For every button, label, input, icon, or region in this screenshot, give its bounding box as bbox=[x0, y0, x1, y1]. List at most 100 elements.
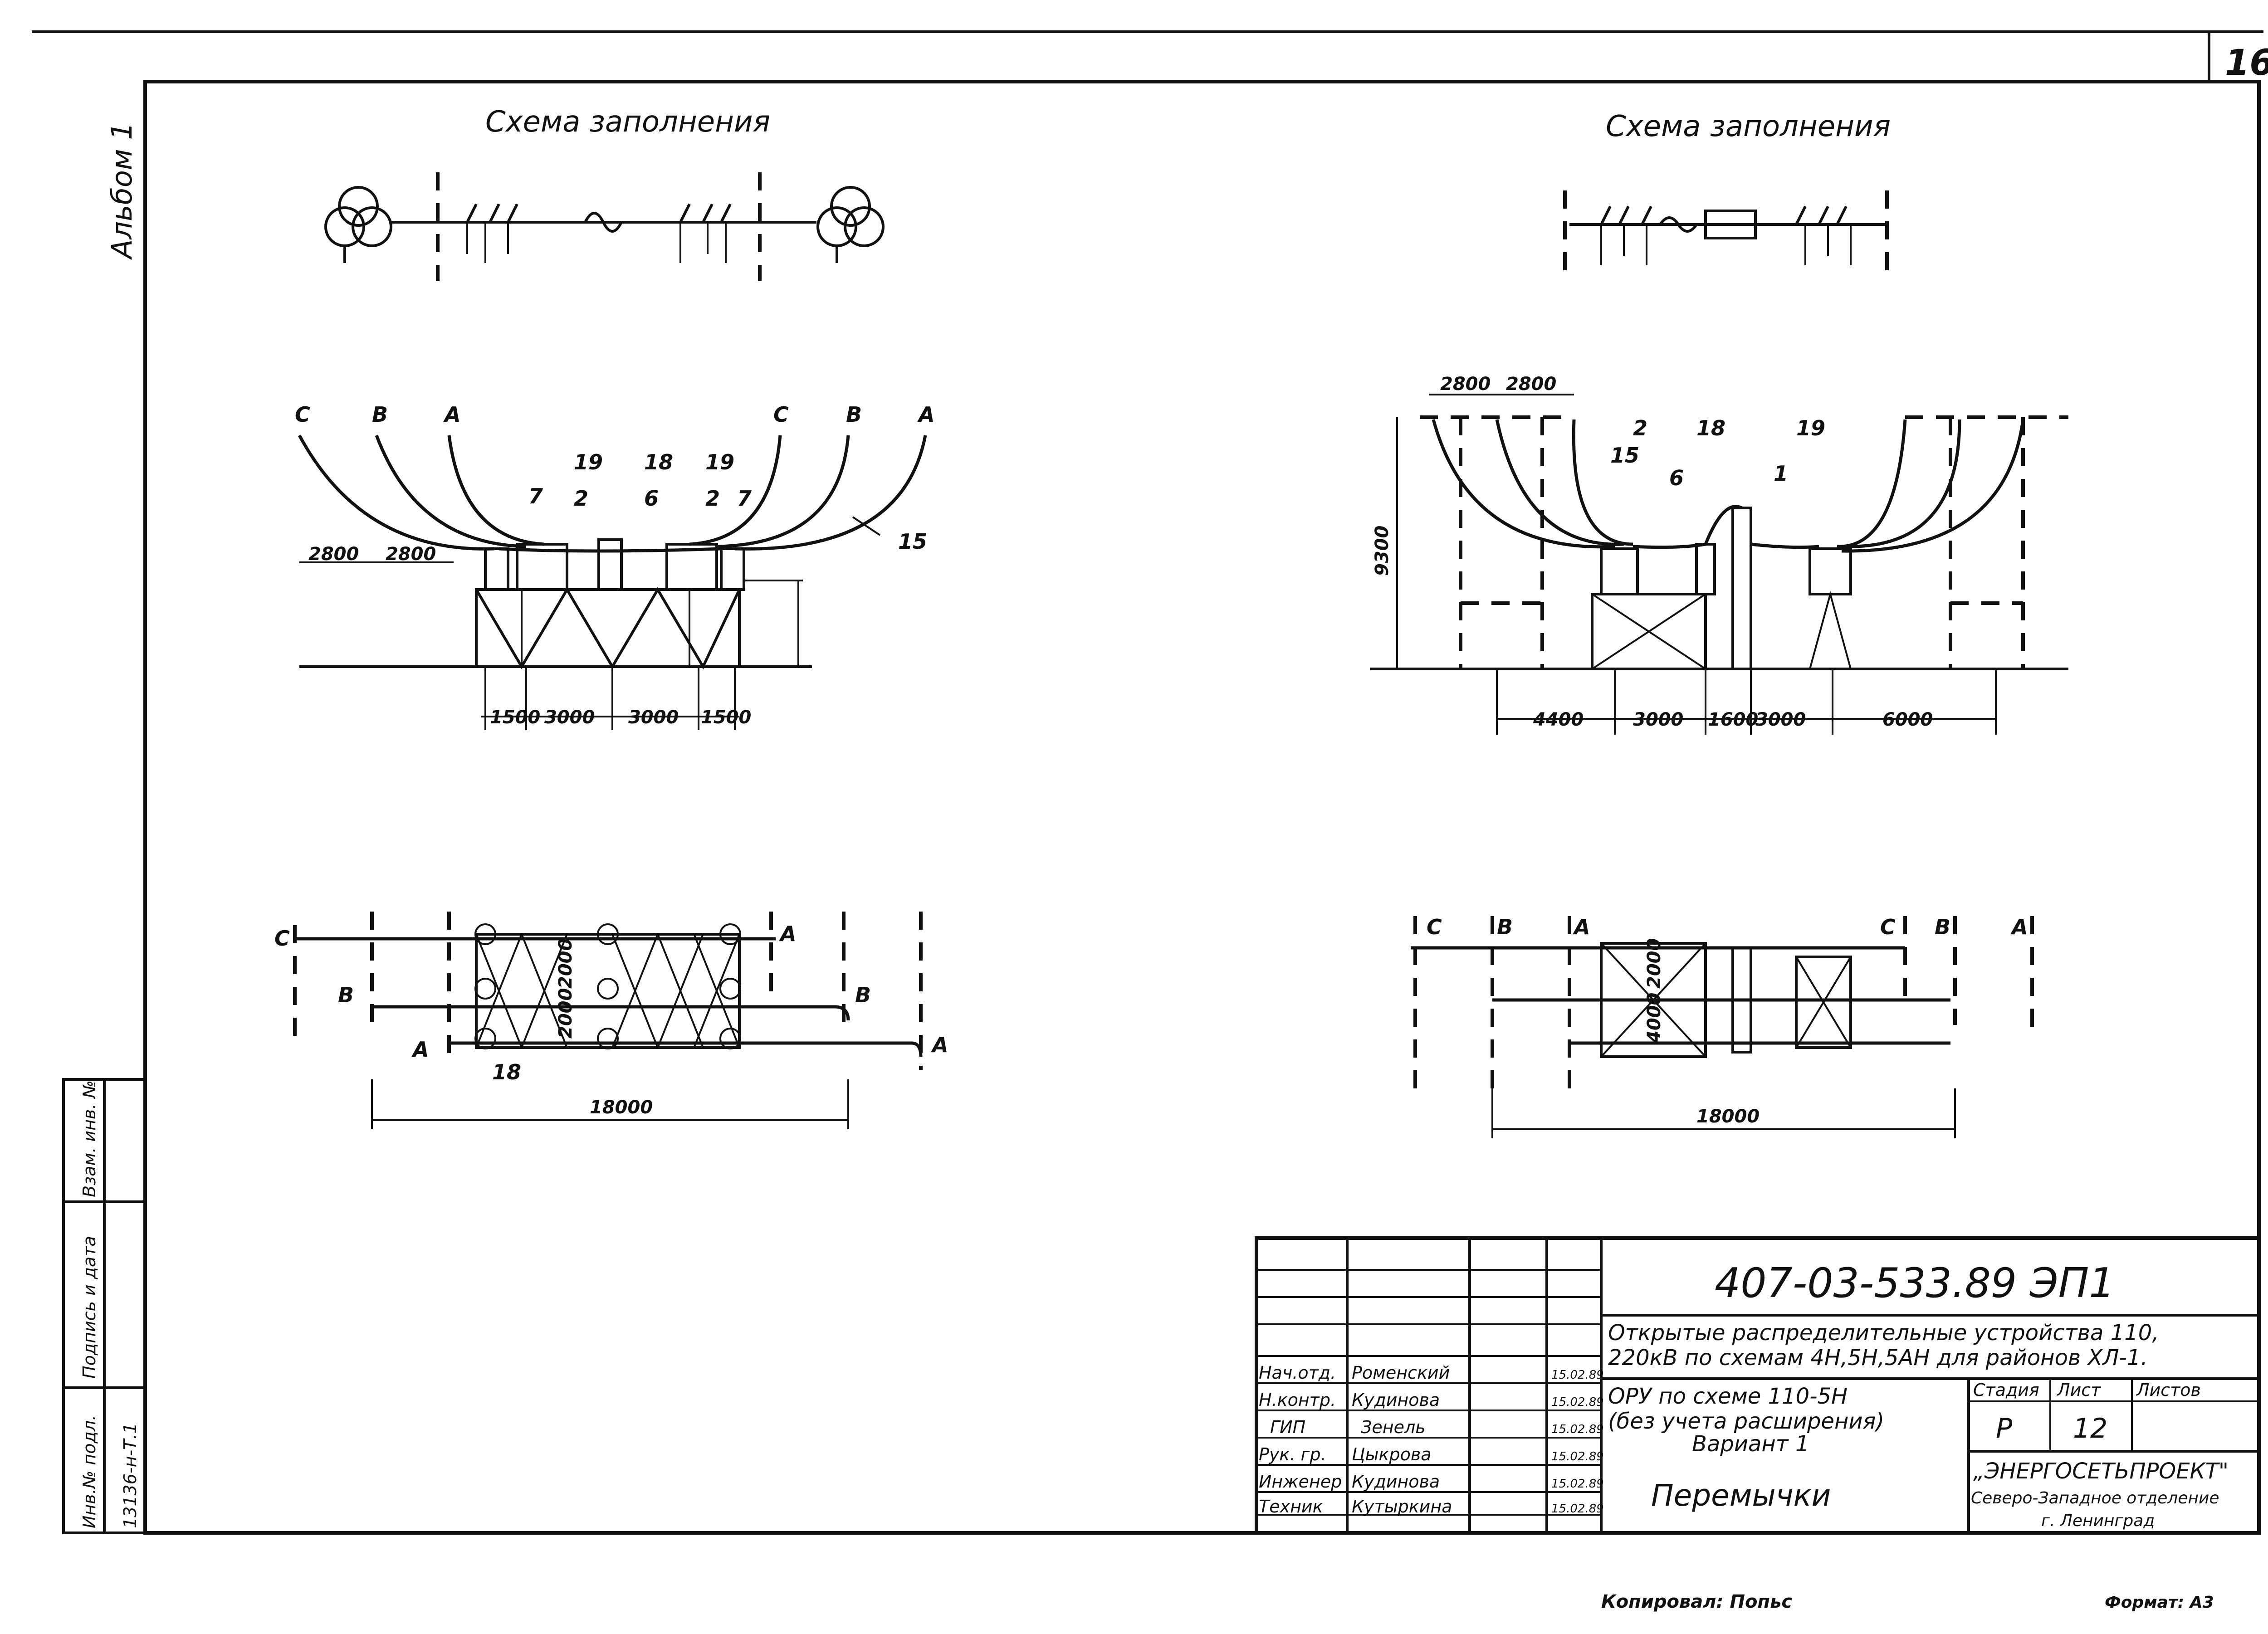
right-plan-label: А bbox=[1573, 915, 1590, 939]
left-item-number: 2 bbox=[574, 486, 588, 511]
left-item-number: 6 bbox=[644, 486, 659, 511]
right-item-number: 18 bbox=[1696, 416, 1725, 440]
left-plan-view: С В А А В А 18 2000 2000 18000 bbox=[274, 912, 948, 1129]
role-name: Кутыркина bbox=[1352, 1497, 1452, 1517]
description-line-2: 220кВ по схемам 4Н,5Н,5АН для районов ХЛ… bbox=[1608, 1345, 2148, 1371]
right-plan-dimension: 18000 bbox=[1696, 1106, 1760, 1127]
left-phase-label: С bbox=[295, 402, 310, 427]
left-scheme-title: Схема заполнения bbox=[485, 105, 770, 139]
side-stamp-inv-original: Инв.№ подл. bbox=[79, 1415, 99, 1528]
title-block bbox=[1255, 1236, 2261, 1535]
right-plan-label: А bbox=[2010, 915, 2028, 939]
album-label: Альбом 1 bbox=[105, 122, 138, 260]
left-plan-label: В bbox=[338, 983, 354, 1007]
role-date: 15.02.89 bbox=[1551, 1395, 1604, 1409]
side-stamp-replaces-inv: Взам. инв. № bbox=[79, 1080, 99, 1197]
right-item-number: 19 bbox=[1796, 416, 1825, 440]
role-label: ГИП bbox=[1270, 1417, 1305, 1437]
right-dimension: 2800 bbox=[1506, 374, 1556, 395]
left-item-number: 7 bbox=[737, 486, 752, 511]
left-item-number: 19 bbox=[574, 450, 603, 474]
side-stamp-inv-value: 13136-н-Т.1 bbox=[120, 1423, 140, 1528]
left-plan-number: 18 bbox=[492, 1060, 521, 1084]
left-item-number: 15 bbox=[898, 529, 927, 554]
organization-city: г. Ленинград bbox=[2041, 1512, 2155, 1530]
left-item-number: 2 bbox=[705, 486, 720, 511]
format-note: Формат: А3 bbox=[2105, 1593, 2214, 1612]
left-item-number: 7 bbox=[528, 484, 543, 508]
right-single-line-scheme bbox=[1563, 190, 1889, 277]
role-label: Инженер bbox=[1259, 1472, 1342, 1492]
left-phase-label: С bbox=[773, 402, 789, 427]
role-date: 15.02.89 bbox=[1551, 1368, 1604, 1382]
sheets-header: Листов bbox=[2136, 1380, 2201, 1400]
left-phase-label: В bbox=[846, 402, 862, 427]
role-date: 15.02.89 bbox=[1551, 1423, 1604, 1436]
role-name: Кудинова bbox=[1352, 1472, 1440, 1492]
right-item-number: 2 bbox=[1633, 416, 1647, 440]
left-dimension: 3000 bbox=[544, 707, 595, 728]
right-item-number: 15 bbox=[1610, 443, 1639, 468]
left-item-number: 19 bbox=[705, 450, 734, 474]
scheme-line-2: (без учета расширения) bbox=[1608, 1409, 1884, 1434]
left-dimension: 2800 bbox=[386, 544, 436, 565]
left-dimension: 2800 bbox=[308, 544, 359, 565]
right-plan-label: С bbox=[1880, 915, 1896, 939]
document-code: 407-03-533.89 ЭП1 bbox=[1715, 1259, 2115, 1307]
right-plan-view: С В А С В А 4000 2000 18000 bbox=[1411, 915, 2034, 1138]
role-label: Рук. гр. bbox=[1259, 1444, 1326, 1464]
left-plan-label: В bbox=[855, 983, 871, 1007]
side-stamp-signature-date: Подпись и дата bbox=[79, 1236, 99, 1379]
left-plan-dimension: 18000 bbox=[590, 1097, 653, 1118]
right-height-dimension: 9300 bbox=[1372, 526, 1393, 576]
right-dimension: 6000 bbox=[1882, 709, 1933, 730]
left-plan-dimension: 2000 bbox=[555, 988, 576, 1039]
right-scheme-title: Схема заполнения bbox=[1606, 110, 1891, 143]
right-plan-dimension: 2000 bbox=[1644, 938, 1665, 989]
right-plan-label: В bbox=[1497, 915, 1513, 939]
role-date: 15.02.89 bbox=[1551, 1477, 1604, 1491]
left-plan-label: С bbox=[274, 926, 290, 951]
role-label: Техник bbox=[1259, 1497, 1323, 1517]
left-plan-dimension: 2000 bbox=[555, 938, 576, 989]
left-phase-label: А bbox=[443, 402, 461, 427]
right-plan-dimension: 4000 bbox=[1644, 993, 1665, 1044]
right-plan-label: С bbox=[1427, 915, 1442, 939]
role-label: Нач.отд. bbox=[1259, 1363, 1336, 1383]
organization-name: „ЭНЕРГОСЕТЬПРОЕКТ" bbox=[1973, 1458, 2229, 1484]
role-label: Н.контр. bbox=[1259, 1390, 1336, 1410]
side-stamp: Инв.№ подл. 13136-н-Т.1 Подпись и дата В… bbox=[62, 1078, 147, 1534]
right-elevation-view: 2800 2800 2 18 19 15 6 1 9300 4400 3000 … bbox=[1370, 374, 2068, 735]
right-dimension: 2800 bbox=[1440, 374, 1491, 395]
sheet-value: 12 bbox=[2073, 1413, 2107, 1444]
left-plan-label: А bbox=[779, 922, 797, 946]
left-phase-label: А bbox=[917, 402, 935, 427]
right-dimension: 4400 bbox=[1533, 709, 1584, 730]
scheme-line-1: ОРУ по схеме 110-5Н bbox=[1608, 1384, 1848, 1409]
drawing-frame bbox=[143, 80, 2261, 1535]
signature-table: Нач.отд. Роменский 15.02.89 Н.контр. Куд… bbox=[1259, 1363, 1604, 1517]
role-name: Кудинова bbox=[1352, 1390, 1440, 1410]
left-item-number: 18 bbox=[644, 450, 673, 474]
left-elevation-view: С В А С В А 7 19 2 18 6 19 2 7 15 2800 2… bbox=[295, 402, 935, 730]
right-plan-label: В bbox=[1935, 915, 1950, 939]
right-dimension: 3000 bbox=[1755, 709, 1806, 730]
left-dimension: 3000 bbox=[628, 707, 679, 728]
sheet-header: Лист bbox=[2056, 1380, 2102, 1400]
right-dimension: 1600 bbox=[1708, 709, 1758, 730]
stage-header: Стадия bbox=[1973, 1380, 2039, 1400]
left-single-line-scheme bbox=[324, 172, 885, 281]
description-line-1: Открытые распределительные устройства 11… bbox=[1608, 1320, 2159, 1346]
role-name: Цыкрова bbox=[1352, 1444, 1432, 1464]
variant-label: Вариант 1 bbox=[1692, 1431, 1809, 1457]
left-plan-label: А bbox=[411, 1037, 429, 1062]
left-phase-label: В bbox=[372, 402, 388, 427]
role-date: 15.02.89 bbox=[1551, 1450, 1604, 1463]
right-item-number: 1 bbox=[1774, 461, 1788, 486]
right-dimension: 3000 bbox=[1633, 709, 1683, 730]
left-plan-label: А bbox=[931, 1033, 948, 1057]
sheet-number: 16 bbox=[2225, 43, 2268, 83]
drawing-name: Перемычки bbox=[1651, 1478, 1831, 1513]
left-dimension: 1500 bbox=[490, 707, 540, 728]
role-name: Зенель bbox=[1361, 1417, 1426, 1437]
